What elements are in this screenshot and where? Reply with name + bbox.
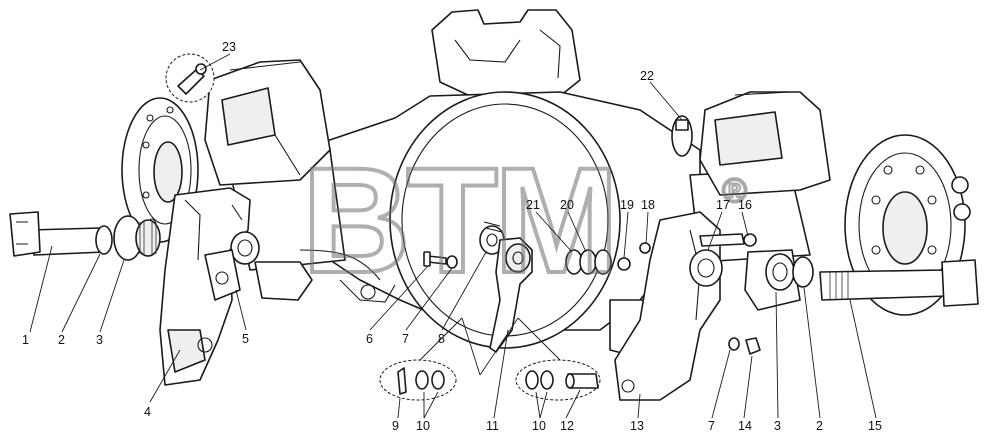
callout-5: 5 <box>242 332 249 346</box>
grease-fitting-22 <box>671 115 693 157</box>
leader-lines <box>29 53 877 419</box>
callout-7-right: 7 <box>708 419 715 433</box>
left-washer <box>95 225 113 255</box>
grease-fitting-detail <box>165 53 215 103</box>
callout-13: 13 <box>630 419 644 433</box>
washer-7-right <box>728 337 740 351</box>
callout-1: 1 <box>22 333 29 347</box>
watermark: BTM ® <box>300 134 748 306</box>
callout-10-right: 10 <box>532 419 546 433</box>
callout-14: 14 <box>738 419 752 433</box>
left-shaft <box>9 211 105 257</box>
callout-23: 23 <box>222 40 236 54</box>
right-spring-seat <box>699 91 831 196</box>
callout-3-left: 3 <box>96 333 103 347</box>
callout-6: 6 <box>366 332 373 346</box>
bolt-6 <box>423 251 447 267</box>
callout-20: 20 <box>560 198 574 212</box>
callout-19: 19 <box>620 198 634 212</box>
callout-labels: 1 2 3 4 5 6 7 8 9 10 11 10 12 13 7 14 3 … <box>22 40 882 433</box>
right-shaft <box>819 259 979 307</box>
left-brake-bracket <box>159 187 251 386</box>
callout-16: 16 <box>738 198 752 212</box>
seal-rings <box>565 242 651 275</box>
callout-2-left: 2 <box>58 333 65 347</box>
watermark-text: BTM <box>302 136 615 304</box>
callout-11: 11 <box>486 419 499 433</box>
group-9-10 <box>379 359 457 401</box>
right-hub-flange <box>844 134 971 316</box>
housing-top-bracket <box>431 9 581 97</box>
callout-7-center: 7 <box>402 332 409 346</box>
callout-4: 4 <box>144 405 151 419</box>
ring-8 <box>479 225 505 255</box>
left-seal-spline <box>113 215 161 261</box>
callout-22: 22 <box>640 69 654 83</box>
group-10-12 <box>515 359 601 401</box>
callout-3-right: 3 <box>774 419 781 433</box>
callout-2-right: 2 <box>816 419 823 433</box>
callout-17: 17 <box>716 198 730 212</box>
slack-adjuster-11 <box>483 221 533 353</box>
callout-9: 9 <box>392 419 399 433</box>
callout-18: 18 <box>641 198 655 212</box>
left-spring-seat <box>204 59 331 186</box>
callout-21: 21 <box>526 198 540 212</box>
registered-mark: ® <box>722 172 747 210</box>
nut-14 <box>745 337 761 355</box>
callout-15: 15 <box>868 419 882 433</box>
right-seal <box>744 249 814 311</box>
callout-8: 8 <box>438 332 445 346</box>
left-cam-assembly <box>204 231 381 301</box>
callout-12: 12 <box>560 419 574 433</box>
callout-10-left: 10 <box>416 419 430 433</box>
